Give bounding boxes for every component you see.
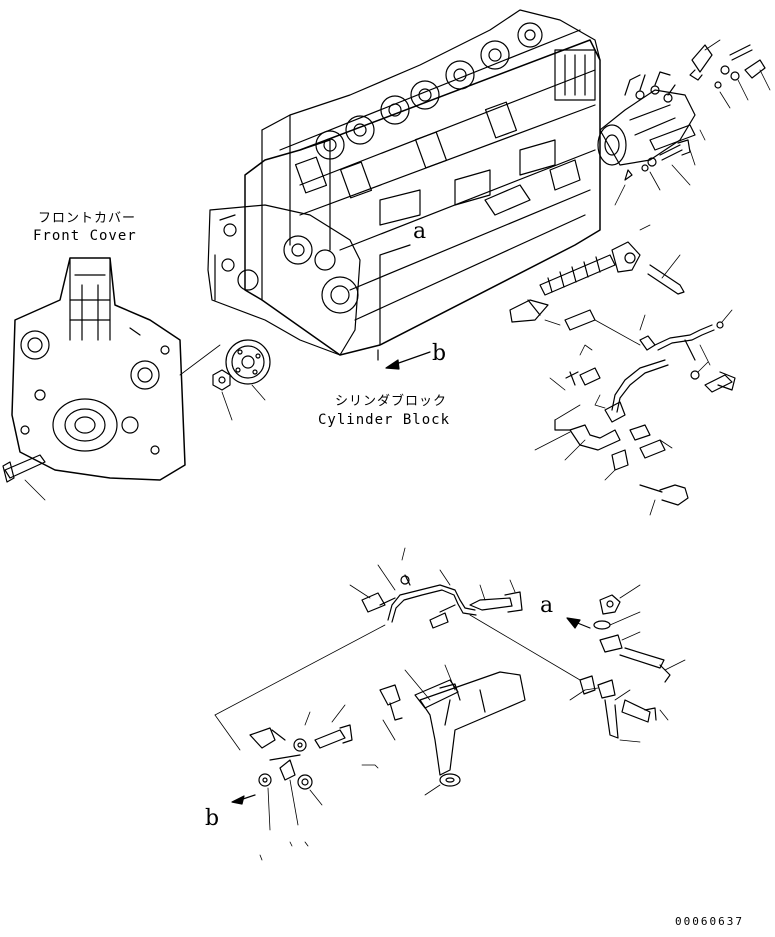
front-cover	[2, 257, 221, 501]
lower-right-fasteners	[566, 584, 686, 743]
cylinder-block	[207, 9, 601, 361]
reference-b-top: b	[432, 341, 446, 366]
reference-a-top: a	[413, 219, 426, 244]
gear-nut	[212, 369, 233, 421]
reference-b-bottom: b	[205, 806, 219, 831]
front-cover-label-en: Front Cover	[33, 228, 137, 244]
fuel-injection-pump	[597, 39, 771, 206]
cylinder-block-label-jp: シリンダブロック	[335, 393, 447, 409]
reference-line-a	[379, 244, 411, 346]
arrow-b-top	[385, 351, 431, 370]
front-cover-bolt	[2, 454, 46, 501]
timing-gear	[225, 339, 271, 401]
cylinder-head-details	[279, 22, 596, 321]
drawing-number: 00060637	[675, 915, 744, 928]
cylinder-block-label-en: Cylinder Block	[318, 412, 450, 428]
reference-a-bottom: a	[540, 593, 553, 618]
front-cover-label-jp: フロントカバー	[38, 211, 136, 226]
oil-pipe-group	[534, 309, 736, 516]
timing-gear-housing	[207, 204, 361, 356]
lower-pipe-assembly	[214, 547, 581, 796]
lower-left-clamp	[214, 704, 353, 861]
fuel-rail-assembly	[509, 224, 685, 346]
